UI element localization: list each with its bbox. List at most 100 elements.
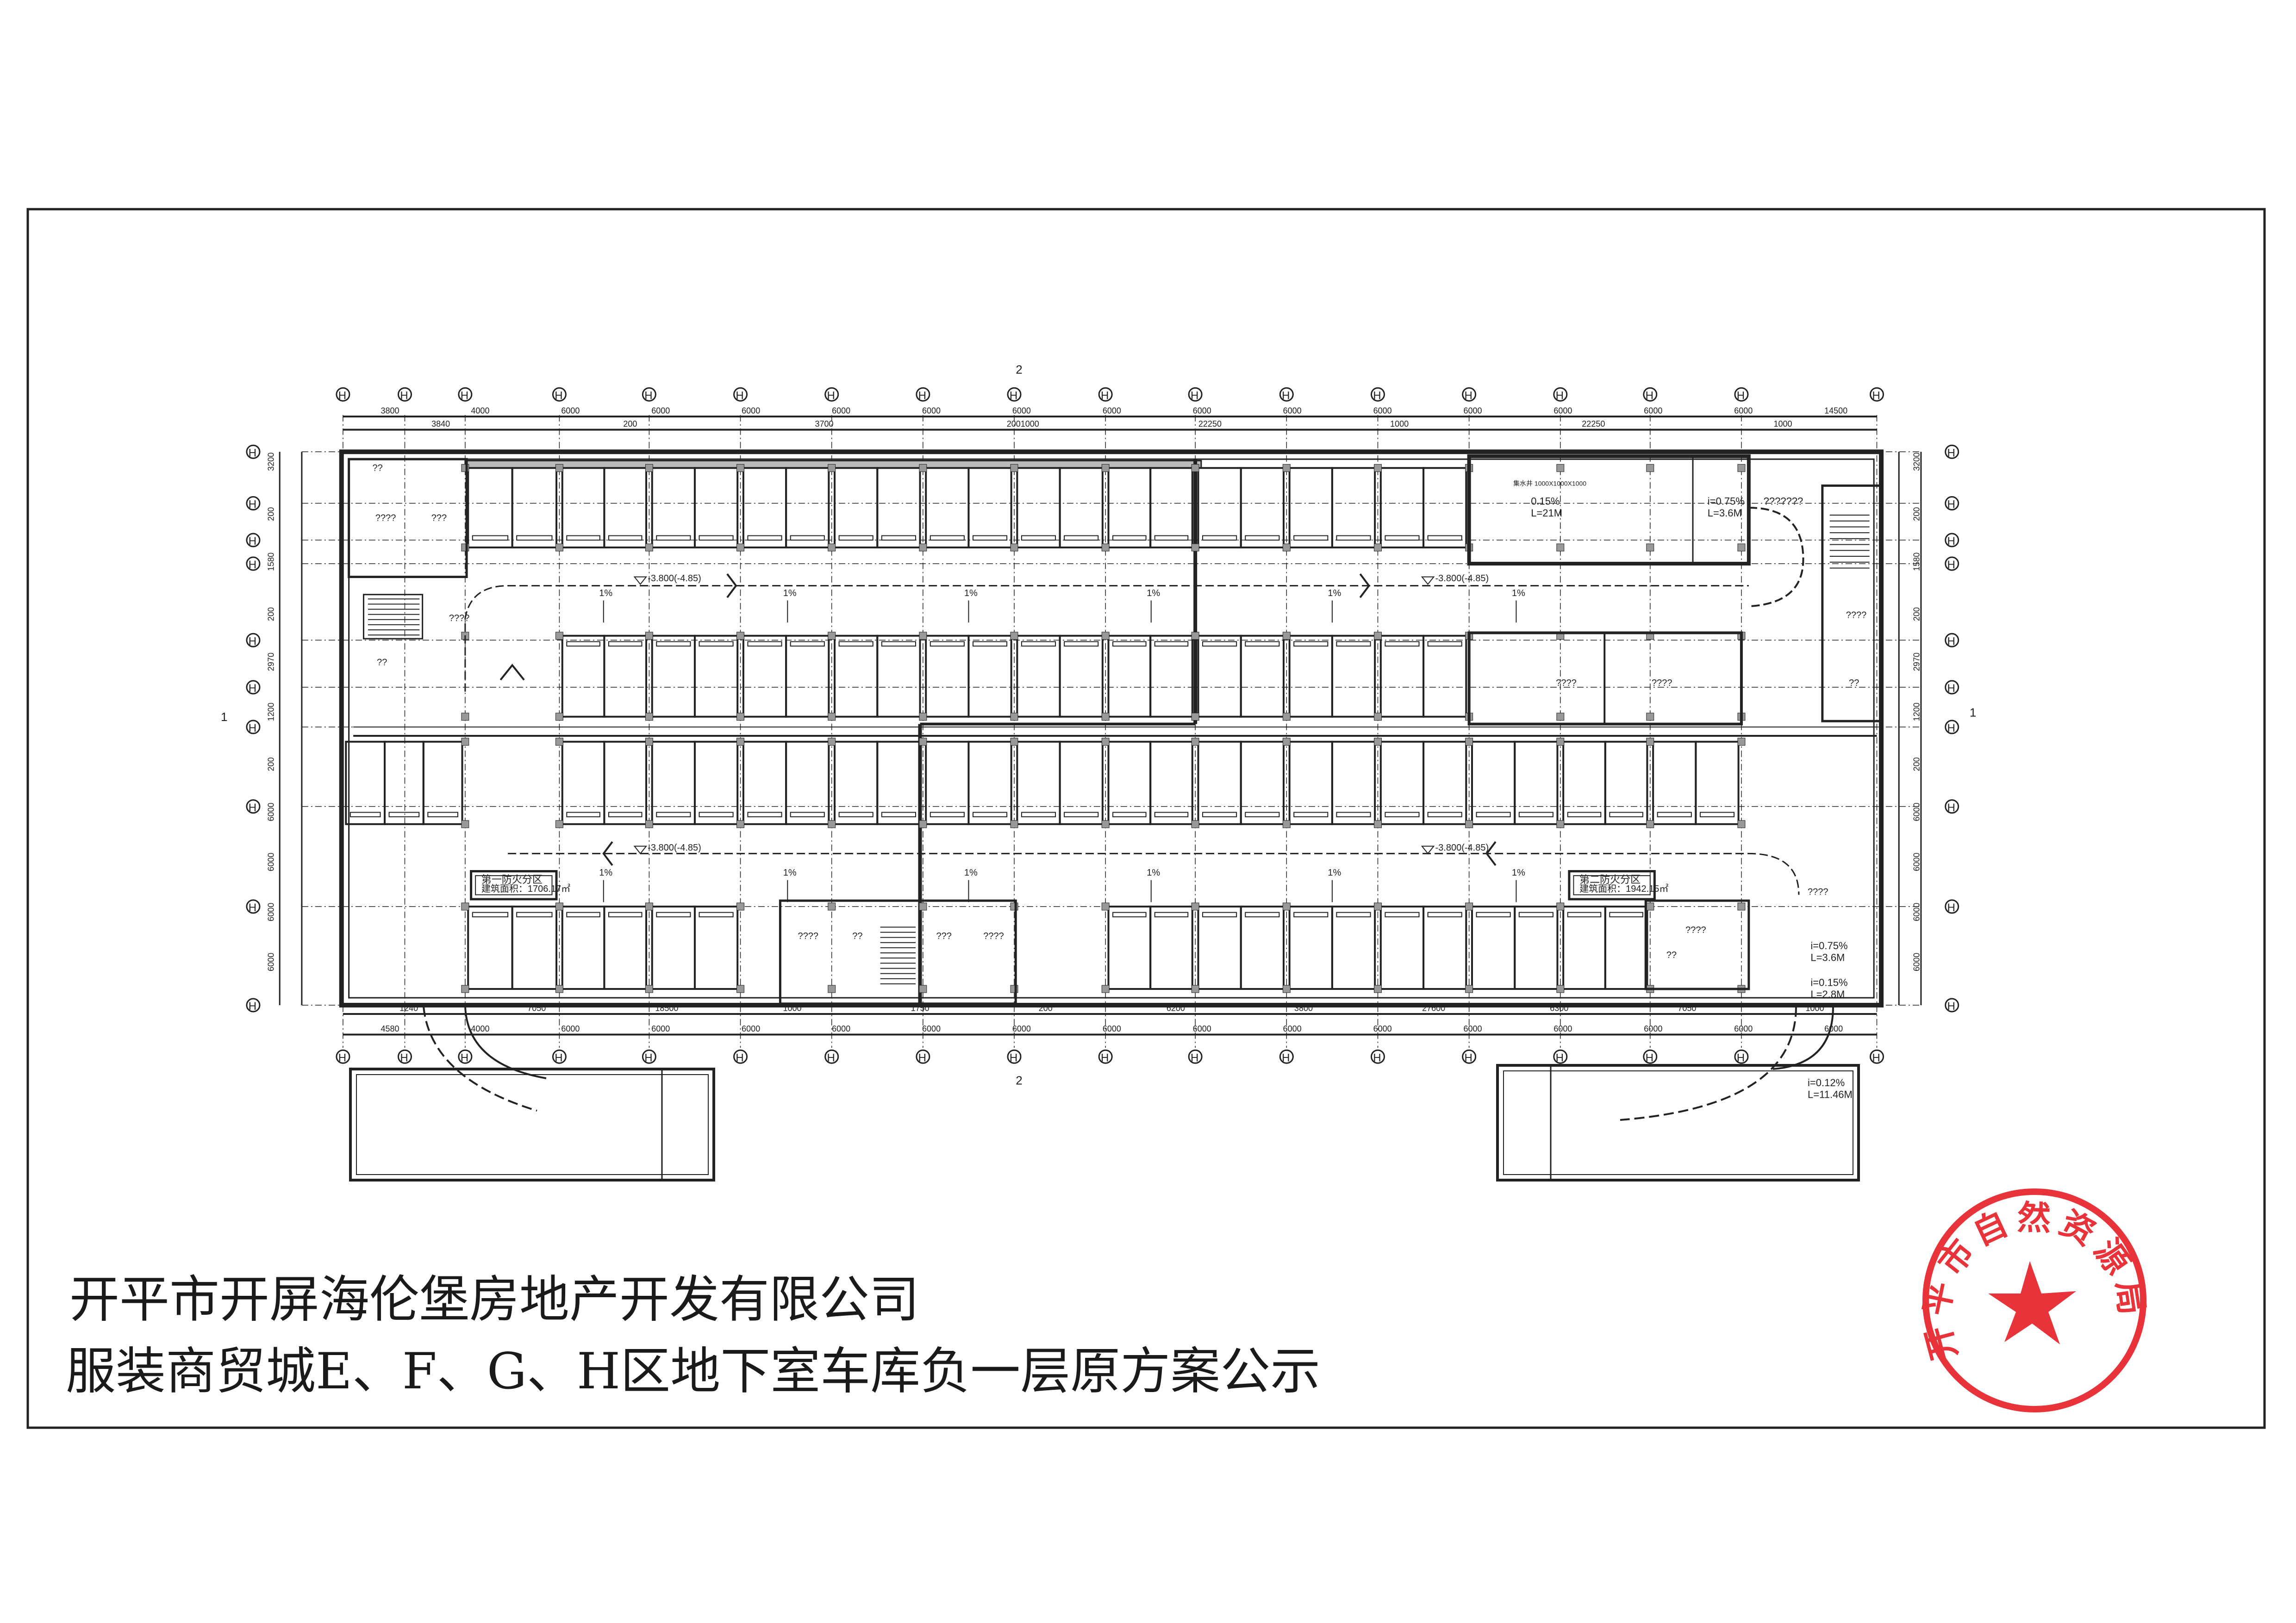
structural-column [1191,985,1199,993]
parking-stall [834,740,879,825]
grid-bubble-label: H [400,389,408,402]
elevation-label: -3.800(-4.85) [1435,843,1489,853]
structural-column [1374,464,1382,472]
ramp-length-label: L=11.46M [1808,1088,1853,1100]
wheel-stop [699,812,734,817]
structural-column [828,632,836,640]
parking-stall [1379,740,1425,825]
structural-column [828,820,836,828]
section-mark: 1 [1970,706,1976,720]
slope-percent-label: 1% [964,868,978,878]
parking-stall [967,634,1012,718]
dimension-label: 6000 [1912,853,1922,871]
structural-column [555,543,563,552]
wheel-stop [1293,641,1329,647]
structural-column [1191,543,1199,552]
parking-stall [561,740,605,825]
parking-stall [1107,634,1152,718]
wheel-stop [881,641,916,647]
structural-column [1101,902,1110,911]
wheel-stop [1385,535,1420,541]
wheel-stop [1609,912,1643,918]
slope-percent-label: 1% [1147,588,1160,598]
parking-stall [1423,740,1467,825]
grid-bubble-label: H [249,902,256,914]
parking-stall [467,905,513,990]
dimension-label: 6000 [1644,1024,1662,1033]
wheel-stop [1202,812,1237,817]
sump-label: 集水井 1000X1000X1000 [1513,479,1586,487]
grid-bubble [1462,387,1477,402]
parking-stall [1240,905,1285,990]
parking-stall [1149,740,1193,825]
dimension-label: 6000 [1283,406,1302,416]
wheel-stop [608,641,643,647]
structural-column [1646,902,1654,911]
elevation-marker-icon [1421,576,1435,585]
dimension-label: 6000 [266,903,275,921]
wheel-stop [388,812,420,817]
dimension-label: 6000 [1193,1024,1211,1033]
stair-core [779,899,1017,1005]
wheel-stop [747,812,782,817]
grid-bubble [398,1049,412,1064]
grid-bubble-label: H [644,389,652,402]
grid-bubble-label: H [1737,389,1745,402]
structural-column [1282,464,1291,472]
dimension-label: 22250 [1582,419,1605,429]
parking-stall [1514,905,1559,990]
grid-bubble-label: H [1010,389,1017,402]
dimension-label: 6000 [1912,953,1922,971]
wheel-stop [1202,535,1237,541]
slope-percent-label: 1% [1328,868,1341,878]
wheel-stop [1518,812,1554,817]
wheel-stop [656,812,691,817]
fire-zone-area: 建筑面积：1942.15㎡ [1579,883,1668,894]
structural-column [828,738,836,746]
structural-column [1101,738,1110,746]
structural-column [1191,820,1199,828]
grid-bubble-label: H [1947,498,1955,511]
dimension-label: 4580 [381,1024,399,1033]
grid-bubble-label: H [1101,389,1109,402]
parking-stall [1240,634,1285,718]
wheel-stop [838,641,873,647]
stair-core [348,458,468,578]
grid-bubble-label: H [555,1051,562,1064]
structural-column [828,713,836,721]
grid-bubble-label: H [1464,1051,1472,1064]
wheel-stop [1427,812,1462,817]
structural-column [461,902,469,911]
structural-column [736,713,744,721]
grid-bubble-label: H [1556,1051,1564,1064]
dimension-label: 2001000 [1007,419,1039,429]
structural-column [1465,820,1473,828]
wheel-stop [972,641,1008,647]
ramp-length-label: L=3.6M [1708,507,1742,519]
dimension-label: 14500 [1824,406,1847,416]
grid-bubble-label: H [1101,1051,1109,1064]
fire-zone-inner [475,875,553,895]
grid-bubble [246,899,261,914]
wheel-stop [699,912,734,918]
parking-stall [1197,740,1242,825]
dimension-label: 6000 [1103,1024,1121,1033]
ramp-slope-label: 0.15% [1531,496,1560,507]
grid-bubble [1553,1049,1568,1064]
dimension-label: 6000 [1824,1024,1843,1033]
grid-bubble-label: H [1282,389,1290,402]
dimension-label: 6000 [266,953,275,971]
room-label: ?? [1666,950,1677,960]
dimension-label: 6000 [1373,406,1392,416]
dimension-label: 6000 [832,1024,850,1033]
grid-bubble-label: H [249,498,256,511]
company-title: 开平市开屏海伦堡房地产开发有限公司 [69,1271,919,1329]
grid-bubble-label: H [1010,1051,1017,1064]
grid-bubble-label: H [249,682,256,695]
wheel-stop [1112,912,1147,918]
wheel-stop [699,535,734,541]
parking-stall [1059,467,1104,548]
grid-bubble [246,533,261,547]
parking-stall [384,740,424,825]
slope-percent-label: 1% [1512,588,1525,598]
